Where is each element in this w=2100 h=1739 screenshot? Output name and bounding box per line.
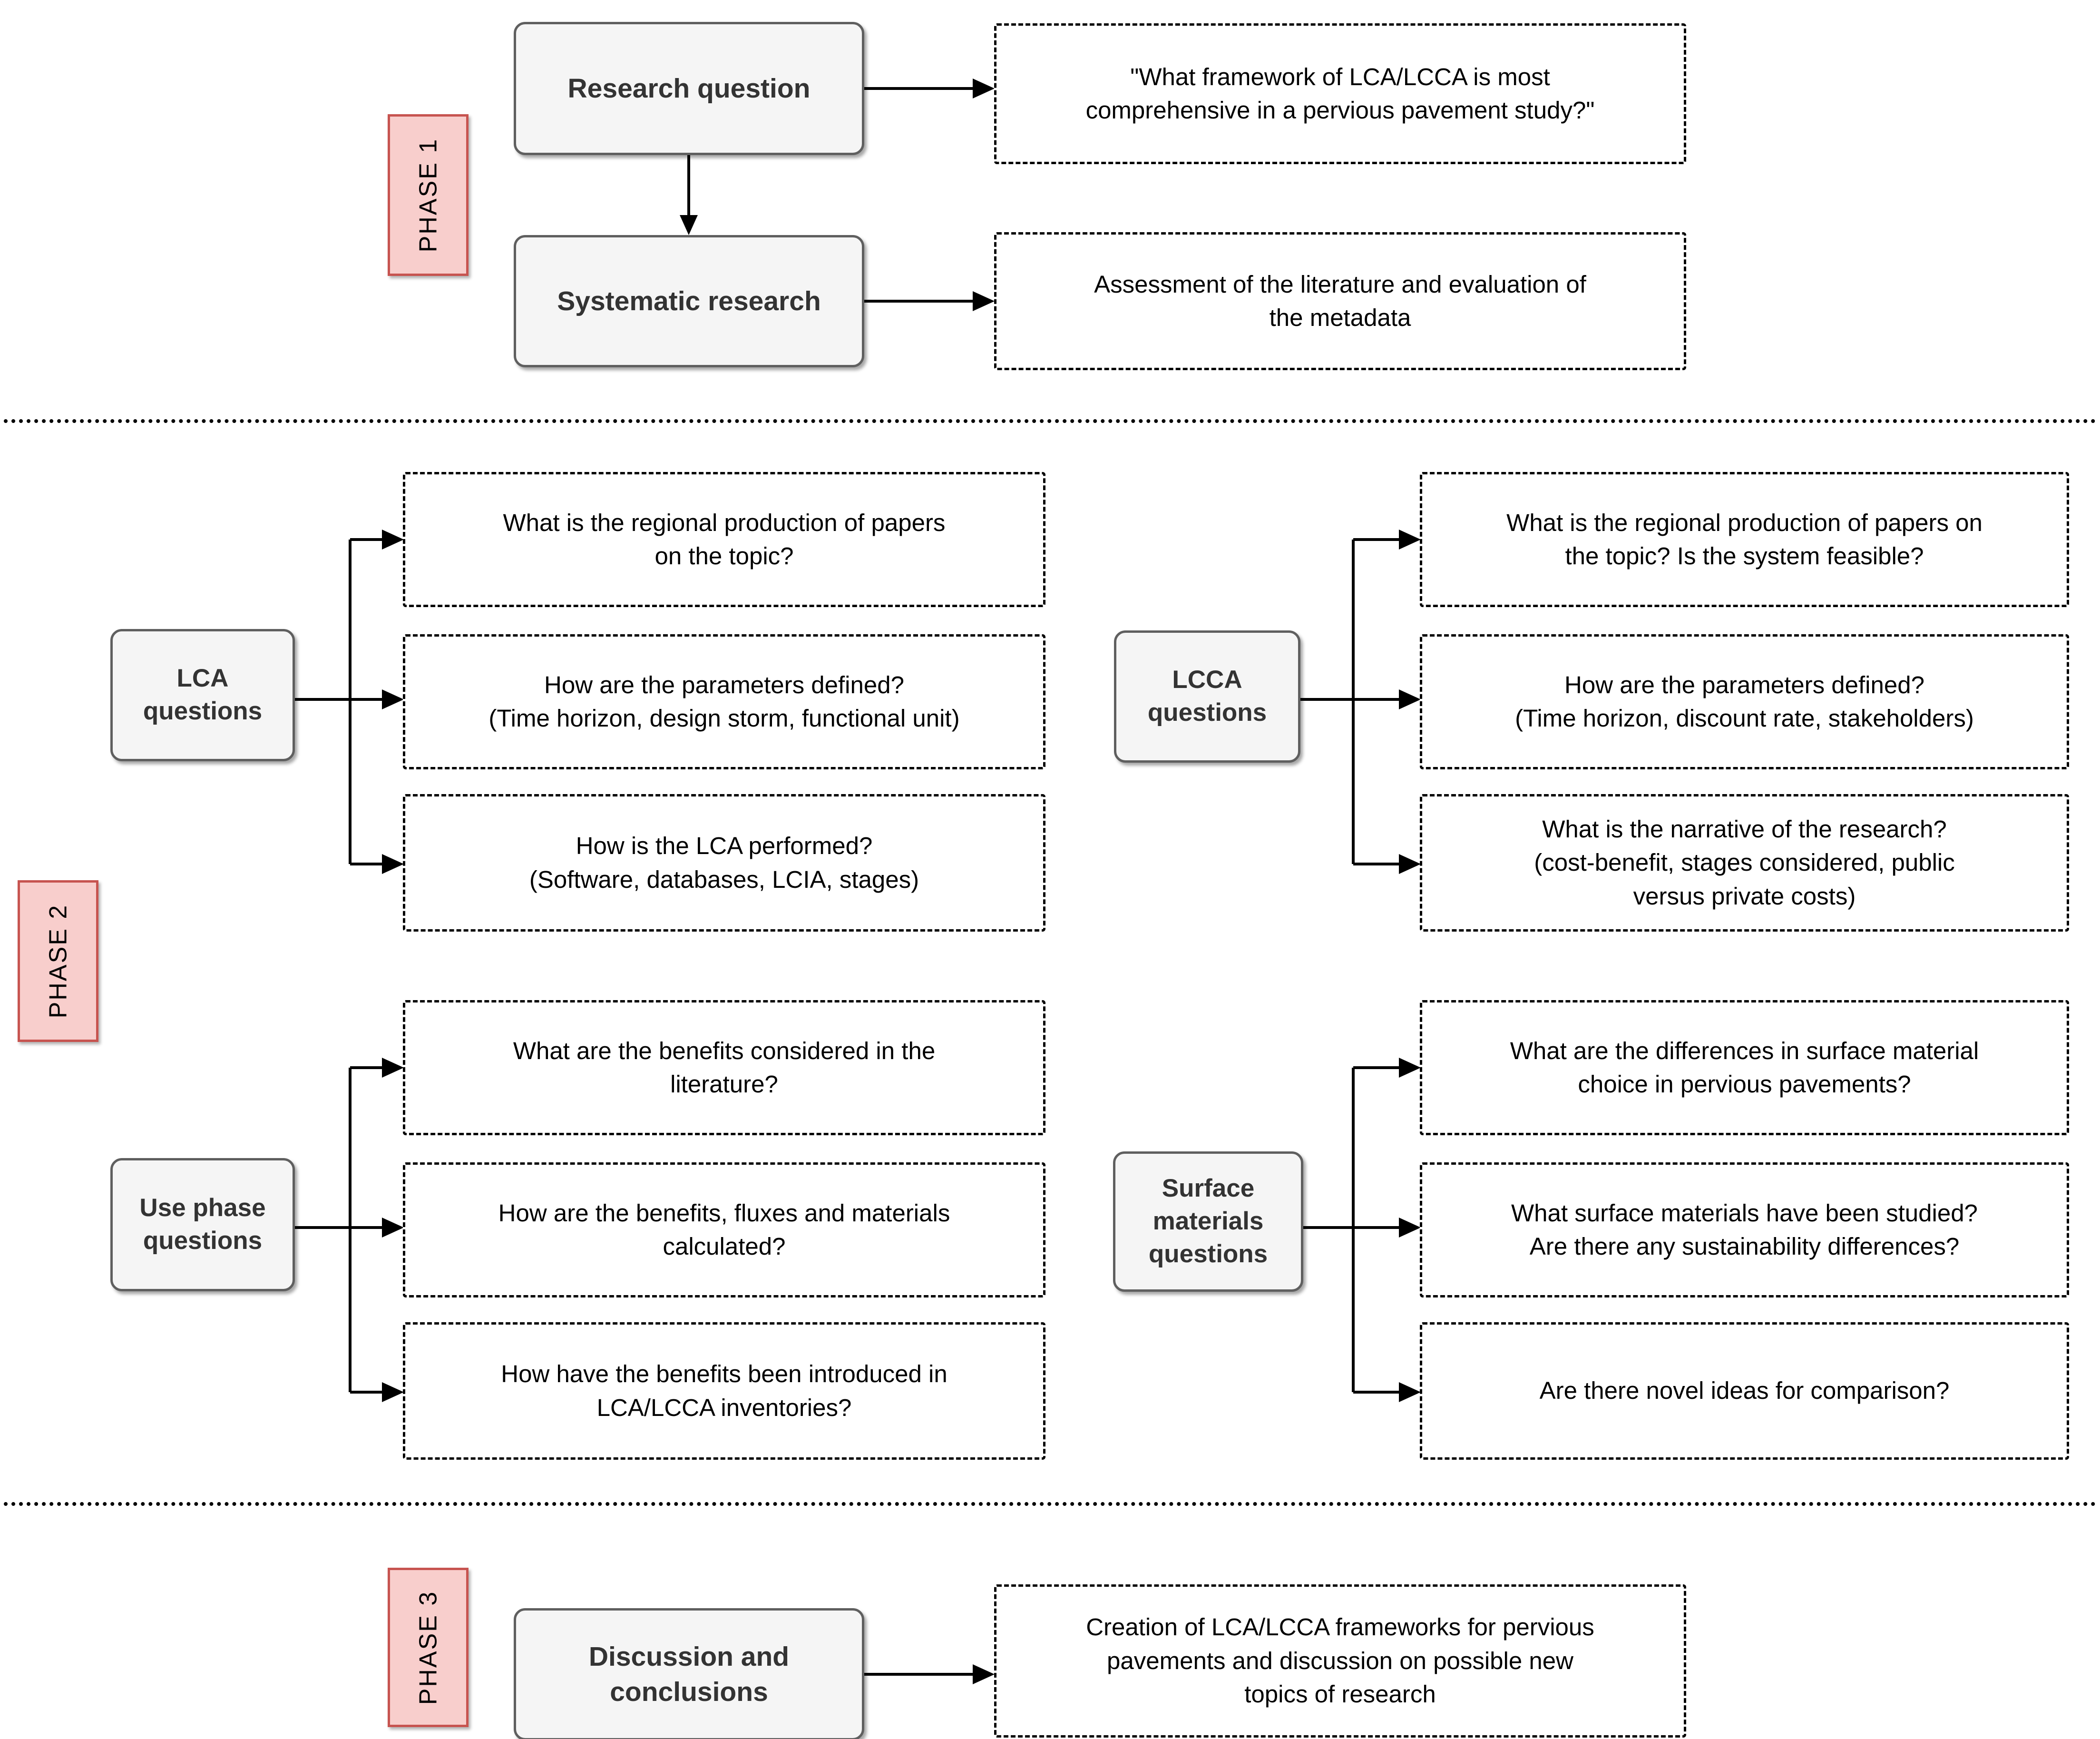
phase-separator-2 (4, 1502, 2096, 1506)
arrow-line-lcca-mid (1300, 698, 1402, 701)
systematic-research-output-box: Assessment of the literature and evaluat… (994, 232, 1686, 370)
arrowhead-research-to-quote (973, 79, 995, 98)
arrow-line-use-bottom (350, 1391, 385, 1394)
arrowhead-lcca-q1 (1399, 530, 1421, 550)
arrowhead-surface-q3 (1399, 1382, 1421, 1402)
arrow-line-research-to-quote (864, 87, 975, 90)
arrow-line-research-to-systematic (687, 155, 690, 218)
arrowhead-lcca-q3 (1399, 854, 1421, 874)
arrow-line-lca-mid (295, 698, 385, 701)
connector-trunk-use (349, 1068, 352, 1392)
arrow-line-surface-bottom (1353, 1391, 1402, 1394)
arrow-line-lca-top (350, 538, 385, 541)
research-question-output-box: "What framework of LCA/LCCA is most comp… (994, 23, 1686, 164)
arrowhead-lca-q3 (382, 854, 404, 874)
arrow-line-lca-bottom (350, 863, 385, 865)
arrowhead-use-q1 (382, 1058, 404, 1078)
phase-3-badge: PHASE 3 (388, 1568, 469, 1727)
arrowhead-lca-q1 (382, 530, 404, 550)
phase-2-badge: PHASE 2 (18, 880, 98, 1042)
lca-questions-box: LCA questions (110, 629, 295, 761)
phase-separator-1 (4, 419, 2096, 423)
use-question-1-box: What are the benefits considered in the … (403, 1000, 1045, 1135)
arrow-line-lcca-bottom (1353, 863, 1402, 865)
discussion-output-box: Creation of LCA/LCCA frameworks for perv… (994, 1584, 1686, 1738)
surface-question-1-box: What are the differences in surface mate… (1420, 1000, 2069, 1135)
lcca-question-1-box: What is the regional production of paper… (1420, 472, 2069, 607)
arrowhead-discussion-to-output (973, 1664, 995, 1684)
use-phase-questions-box: Use phase questions (110, 1158, 295, 1291)
lcca-question-2-box: How are the parameters defined? (Time ho… (1420, 634, 2069, 769)
arrowhead-research-to-systematic (680, 215, 698, 235)
lcca-question-3-box: What is the narrative of the research? (… (1420, 794, 2069, 932)
lcca-questions-box: LCCA questions (1114, 630, 1300, 763)
arrow-line-surface-top (1353, 1066, 1402, 1069)
research-question-box: Research question (514, 22, 864, 155)
surface-materials-questions-box: Surface materials questions (1113, 1151, 1303, 1292)
surface-question-2-box: What surface materials have been studied… (1420, 1162, 2069, 1297)
systematic-research-box: Systematic research (514, 235, 864, 367)
connector-trunk-lca (349, 540, 352, 864)
lca-question-2-box: How are the parameters defined? (Time ho… (403, 634, 1045, 769)
lca-question-3-box: How is the LCA performed? (Software, dat… (403, 794, 1045, 932)
arrowhead-surface-q2 (1399, 1218, 1421, 1238)
lca-question-1-box: What is the regional production of paper… (403, 472, 1045, 607)
arrow-line-use-mid (295, 1226, 385, 1229)
surface-question-3-box: Are there novel ideas for comparison? (1420, 1322, 2069, 1460)
arrowhead-lcca-q2 (1399, 689, 1421, 709)
phase-1-badge: PHASE 1 (388, 114, 469, 276)
arrowhead-use-q2 (382, 1218, 404, 1238)
arrowhead-lca-q2 (382, 689, 404, 709)
arrow-line-use-top (350, 1066, 385, 1069)
arrow-line-systematic-to-assessment (864, 300, 975, 303)
arrowhead-systematic-to-assessment (973, 291, 995, 311)
connector-trunk-surface (1352, 1068, 1355, 1392)
use-question-3-box: How have the benefits been introduced in… (403, 1322, 1045, 1460)
phase-2-badge-label: PHASE 2 (44, 904, 72, 1019)
arrowhead-use-q3 (382, 1382, 404, 1402)
arrow-line-discussion-to-output (864, 1673, 975, 1676)
arrow-line-lcca-top (1353, 538, 1402, 541)
connector-trunk-lcca (1352, 540, 1355, 864)
use-question-2-box: How are the benefits, fluxes and materia… (403, 1162, 1045, 1297)
phase-1-badge-label: PHASE 1 (414, 138, 442, 253)
arrowhead-surface-q1 (1399, 1058, 1421, 1078)
phase-3-badge-label: PHASE 3 (414, 1590, 442, 1705)
discussion-conclusions-box: Discussion and conclusions (514, 1608, 864, 1739)
